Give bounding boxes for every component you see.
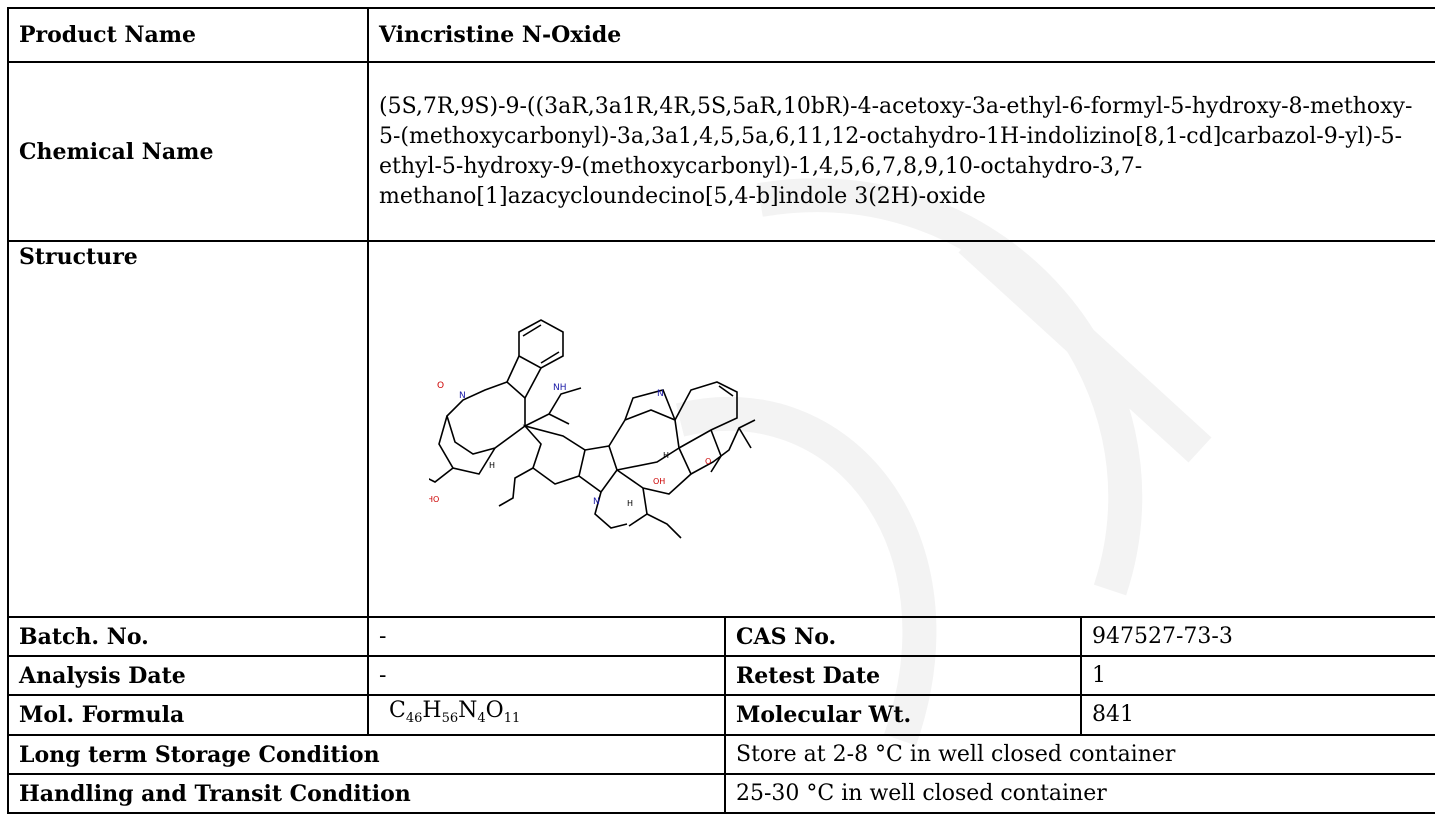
structure-atom-n2: N — [593, 497, 600, 507]
formula-h-count: 56 — [441, 711, 459, 726]
row-batch: Batch. No. - CAS No. 947527-73-3 — [7, 616, 1435, 657]
formula-c: C — [389, 698, 406, 723]
structure-atom-h1: H — [489, 461, 495, 470]
row-product-name: Product Name Vincristine N-Oxide — [7, 7, 1435, 63]
structure-atom-nh: NH — [553, 383, 567, 393]
chemical-structure-image: NH N O HO H N N H H OH O — [429, 319, 756, 539]
mol-formula-label: Mol. Formula — [7, 694, 369, 736]
row-analysis: Analysis Date - Retest Date 1 — [7, 655, 1435, 696]
structure-atom-n-oxide: N — [459, 391, 466, 401]
product-name-value: Vincristine N-Oxide — [366, 7, 1435, 63]
row-structure: Structure — [7, 240, 1435, 618]
batch-no-value: - — [367, 616, 726, 657]
structure-label: Structure — [7, 240, 369, 618]
molecular-wt-value: 841 — [1079, 694, 1435, 736]
chemical-name-value: (5S,7R,9S)-9-((3aR,3a1R,4R,5S,5aR,10bR)-… — [366, 61, 1435, 242]
formula-c-count: 46 — [405, 711, 423, 726]
batch-no-label: Batch. No. — [7, 616, 369, 657]
storage-condition-value: Store at 2-8 °C in well closed container — [723, 734, 1435, 775]
structure-atom-h2: H — [663, 451, 669, 460]
row-storage: Long term Storage Condition Store at 2-8… — [7, 734, 1435, 775]
product-name-label: Product Name — [7, 7, 369, 63]
molecular-wt-label: Molecular Wt. — [724, 694, 1082, 736]
row-handling: Handling and Transit Condition 25-30 °C … — [7, 773, 1435, 814]
formula-o-count: 11 — [503, 711, 521, 726]
analysis-date-label: Analysis Date — [7, 655, 369, 696]
chemical-name-label: Chemical Name — [7, 61, 369, 242]
row-formula: Mol. Formula C46H56N4O11 Molecular Wt. 8… — [7, 694, 1435, 736]
storage-condition-label: Long term Storage Condition — [7, 734, 726, 775]
structure-atom-h3: H — [627, 499, 633, 508]
cas-no-value: 947527-73-3 — [1079, 616, 1435, 657]
formula-h: H — [422, 698, 442, 723]
specification-sheet: Product Name Vincristine N-Oxide Chemica… — [7, 7, 1435, 814]
analysis-date-value: - — [367, 655, 726, 696]
structure-atom-o-acetoxy: O — [705, 457, 711, 466]
structure-atom-o-minus: O — [437, 381, 444, 391]
handling-condition-label: Handling and Transit Condition — [7, 773, 726, 814]
structure-atom-ho: HO — [429, 495, 439, 504]
handling-condition-value: 25-30 °C in well closed container — [723, 773, 1435, 814]
cas-no-label: CAS No. — [724, 616, 1082, 657]
formula-o: O — [485, 698, 504, 723]
structure-atom-oh: OH — [653, 477, 665, 486]
row-chemical-name: Chemical Name (5S,7R,9S)-9-((3aR,3a1R,4R… — [7, 61, 1435, 242]
structure-cell: NH N O HO H N N H H OH O — [366, 240, 1435, 618]
mol-formula-value: C46H56N4O11 — [367, 694, 726, 736]
structure-atom-n3: N — [657, 389, 664, 399]
formula-n-count: 4 — [477, 711, 486, 726]
product-spec-table: Product Name Vincristine N-Oxide Chemica… — [7, 7, 1435, 814]
retest-date-value: 1 — [1079, 655, 1435, 696]
formula-n: N — [458, 698, 478, 723]
retest-date-label: Retest Date — [724, 655, 1082, 696]
